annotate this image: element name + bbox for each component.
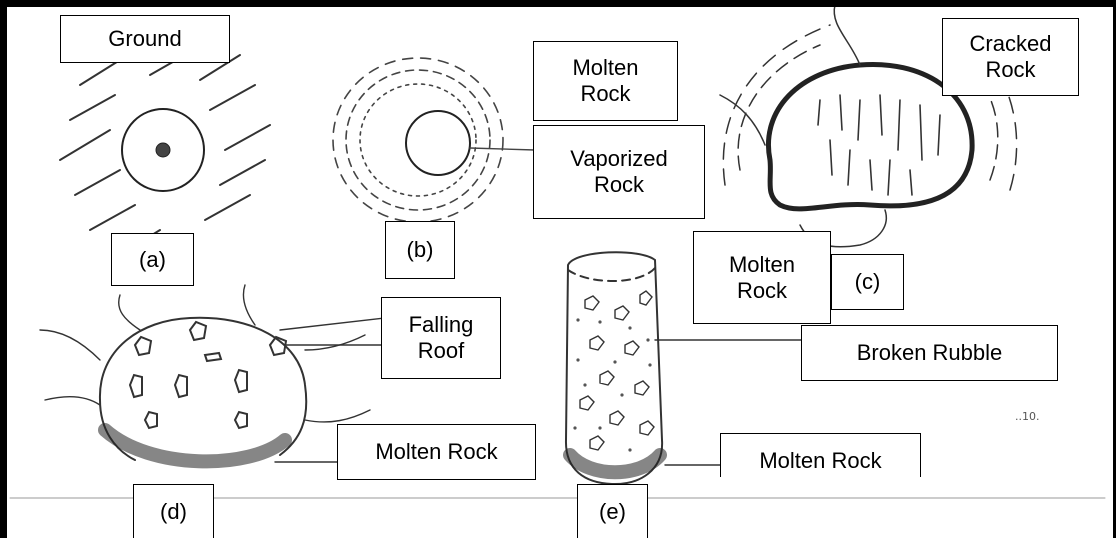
panel-label-b: (b)	[385, 221, 455, 279]
cracked-rock-label: Cracked Rock	[942, 18, 1079, 96]
panel-label-d: (d)	[133, 484, 214, 538]
panel-label-c-text: (c)	[855, 269, 881, 295]
panel-label-e-text: (e)	[599, 499, 626, 525]
molten-rock-label-e-text: Molten Rock	[759, 448, 881, 474]
falling-roof-label-line1: Falling	[409, 312, 474, 338]
cracked-rock-label-line2: Rock	[985, 57, 1035, 83]
molten-rock-label-d-text: Molten Rock	[375, 439, 497, 465]
molten-rock-label-e: Molten Rock	[720, 433, 921, 477]
molten-rock-label-c: Molten Rock	[693, 231, 831, 324]
page-mark: ..10.	[1015, 410, 1040, 423]
ground-label-text: Ground	[108, 26, 181, 52]
panel-label-b-text: (b)	[407, 237, 434, 263]
molten-rock-label-b-line1: Molten	[572, 55, 638, 81]
falling-roof-label-line2: Roof	[418, 338, 464, 364]
panel-label-a-text: (a)	[139, 247, 166, 273]
broken-rubble-label: Broken Rubble	[801, 325, 1058, 381]
panel-label-e: (e)	[577, 484, 648, 538]
broken-rubble-label-text: Broken Rubble	[857, 340, 1003, 366]
falling-roof-label: Falling Roof	[381, 297, 501, 379]
vaporized-rock-label-line1: Vaporized	[570, 146, 667, 172]
vaporized-rock-label-line2: Rock	[594, 172, 644, 198]
molten-rock-label-c-line1: Molten	[729, 252, 795, 278]
panel-label-c: (c)	[831, 254, 904, 310]
molten-rock-label-b: Molten Rock	[533, 41, 678, 121]
cracked-rock-label-line1: Cracked	[970, 31, 1052, 57]
molten-rock-label-d: Molten Rock	[337, 424, 536, 480]
panel-label-d-text: (d)	[160, 499, 187, 525]
vaporized-rock-label: Vaporized Rock	[533, 125, 705, 219]
molten-rock-label-c-line2: Rock	[737, 278, 787, 304]
molten-rock-label-b-line2: Rock	[580, 81, 630, 107]
ground-label: Ground	[60, 15, 230, 63]
panel-label-a: (a)	[111, 233, 194, 286]
